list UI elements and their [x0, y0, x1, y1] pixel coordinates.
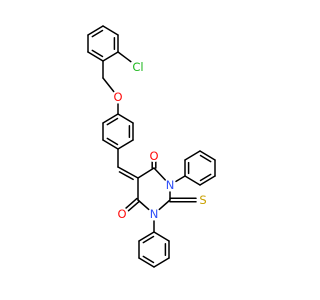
bond-p3-p4-inner	[199, 154, 212, 163]
bond-q4-q5	[153, 257, 170, 268]
bond-p6-p1	[184, 175, 201, 186]
bond-n3-p1	[175, 175, 186, 183]
bond-lines	[87, 25, 216, 268]
bond-b3-b4-inner	[106, 137, 119, 146]
bond-b6-b1	[117, 113, 134, 124]
bond-a3-a4	[87, 51, 104, 62]
bond-b1-b2	[102, 113, 119, 124]
nitrogen-top-atom: N	[164, 178, 176, 192]
chlorine-atom: Cl	[130, 59, 146, 75]
bond-c6-oB-second	[127, 200, 140, 212]
bond-a3-a4-inner	[91, 49, 104, 58]
ether-oxygen-atom: O	[112, 90, 124, 104]
bond-q3-q4	[138, 257, 155, 268]
bond-q1-q2	[138, 231, 155, 242]
bond-c5-c4	[137, 167, 155, 179]
bond-p5-p6-inner	[199, 173, 212, 182]
carbonyl-oxygen-bottom-atom: O	[116, 207, 128, 221]
nitrogen-bottom-atom: N	[148, 207, 160, 221]
bond-a4-a5	[102, 51, 119, 62]
bond-b3-b4	[102, 139, 119, 150]
bond-b1-b2-inner	[106, 117, 119, 126]
bond-a6-a1	[102, 25, 119, 36]
bond-q3-q4-inner	[142, 255, 155, 264]
bond-cv-c5	[117, 166, 139, 179]
ether-oxygen-label: O	[113, 90, 122, 104]
bond-a5-cl	[117, 51, 132, 63]
bond-c4-n3	[153, 167, 166, 181]
bond-p3-p4	[199, 150, 216, 161]
carbonyl-oxygen-top-label: O	[149, 149, 158, 163]
nitrogen-top-label: N	[166, 178, 175, 192]
bond-q6-q1	[153, 231, 170, 242]
bond-a1-a2	[87, 25, 104, 36]
bond-cv-c5-inner	[118, 171, 134, 181]
atom-labels: Cl O O O N N S	[112, 59, 209, 221]
bond-a1-a2-inner	[91, 29, 104, 38]
bond-q1-q2-inner	[142, 235, 155, 244]
bond-c6-oB	[125, 197, 138, 209]
chemical-structure-diagram: Cl O O O N N S	[87, 25, 216, 268]
carbonyl-oxygen-top-atom: O	[148, 149, 160, 163]
sulfur-atom: S	[197, 193, 209, 207]
bond-c2-n1	[158, 199, 171, 211]
bond-p2-p3	[184, 150, 201, 161]
bond-ch2-oe	[102, 77, 115, 93]
nitrogen-bottom-label: N	[150, 207, 159, 221]
bond-b4-b5	[117, 139, 134, 150]
sulfur-label: S	[199, 193, 206, 207]
chlorine-label: Cl	[132, 60, 143, 74]
carbonyl-oxygen-bottom-label: O	[117, 207, 126, 221]
bond-p5-p6	[199, 175, 216, 186]
